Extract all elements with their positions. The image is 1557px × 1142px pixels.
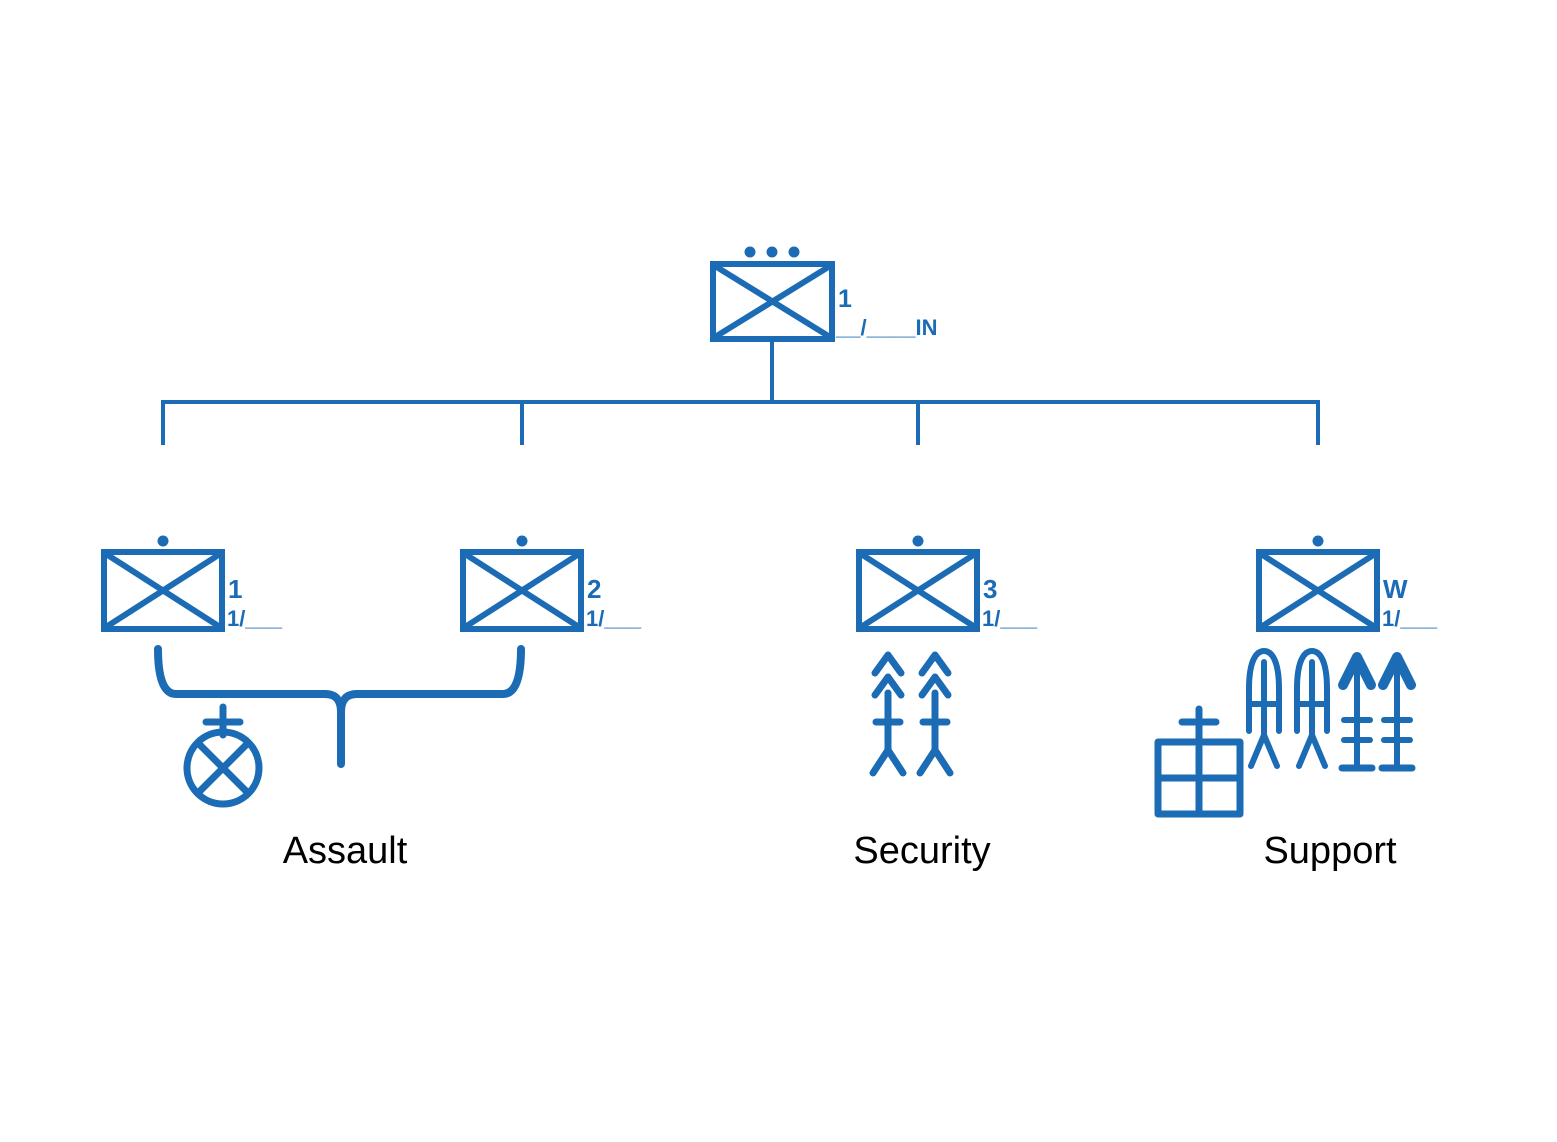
- platoon-number-label: 1: [838, 285, 852, 313]
- echelon-dot-icon: [516, 535, 528, 547]
- org-connector-lines: [161, 339, 1320, 445]
- platoon-unit-symbol: 1 __/____IN: [710, 246, 938, 342]
- squad-w-symbol: W 1/___: [1256, 535, 1438, 632]
- missile-body: [1294, 648, 1330, 734]
- squad-number-label: 3: [983, 574, 997, 604]
- cart-vehicle-icon: [1154, 705, 1244, 818]
- machine-gun-circle-icon: [183, 703, 263, 808]
- squad-designation-label: 1/___: [586, 606, 642, 631]
- squad-designation-label: 1/___: [1382, 606, 1438, 631]
- echelon-dot-icon: [744, 246, 756, 258]
- platoon-designation-label: __/____IN: [835, 315, 938, 340]
- assault-section: Assault: [154, 645, 525, 872]
- chevron: [918, 673, 952, 699]
- security-section: Security: [853, 651, 991, 872]
- echelon-dot-icon: [912, 535, 924, 547]
- infantry-unit-frame: [101, 549, 225, 632]
- chevron: [871, 651, 905, 677]
- infantry-unit-frame: [1256, 549, 1380, 632]
- arrowhead: [1378, 652, 1416, 690]
- support-section: Support: [1154, 648, 1416, 872]
- weapon-circle: [183, 728, 263, 808]
- chevron: [918, 651, 952, 677]
- arrowhead: [1338, 652, 1376, 690]
- infantry-unit-frame: [460, 549, 584, 632]
- fork-legs: [869, 746, 907, 777]
- squad-designation-label: 1/___: [227, 606, 283, 631]
- squad-number-label: 2: [587, 574, 601, 604]
- support-label: Support: [1263, 830, 1397, 872]
- echelon-dot-icon: [788, 246, 800, 258]
- security-label: Security: [853, 830, 990, 872]
- missile-icon: [1246, 648, 1282, 769]
- javelin-missile-icon: [916, 651, 954, 777]
- infantry-diagonal: [462, 551, 582, 630]
- echelon-dot-icon: [157, 535, 169, 547]
- assault-label: Assault: [283, 830, 408, 872]
- grouping-brace: [154, 645, 525, 768]
- squad-designation-label: 1/___: [982, 606, 1038, 631]
- fork-legs: [1248, 732, 1280, 769]
- echelon-dot-icon: [1312, 535, 1324, 547]
- infantry-diagonal: [858, 551, 978, 630]
- missile-icon: [1294, 648, 1330, 769]
- squad-3-symbol: 3 1/___: [856, 535, 1038, 632]
- squad-2-symbol: 2 1/___: [460, 535, 642, 632]
- squad-number-label: W: [1383, 574, 1408, 604]
- infantry-unit-frame: [856, 549, 980, 632]
- echelon-dot-icon: [766, 246, 778, 258]
- squad-1-symbol: 1 1/___: [101, 535, 283, 632]
- javelin-missile-icon: [869, 651, 907, 777]
- machine-gun-arrow-icon: [1378, 652, 1416, 772]
- fork-legs: [916, 746, 954, 777]
- weapon-x: [194, 739, 252, 797]
- fork-legs: [1296, 732, 1328, 769]
- chevron: [871, 673, 905, 699]
- infantry-diagonal: [1258, 551, 1378, 630]
- infantry-diagonal: [712, 263, 833, 340]
- squad-number-label: 1: [228, 574, 242, 604]
- missile-body: [1246, 648, 1282, 734]
- machine-gun-arrow-icon: [1338, 652, 1376, 772]
- infantry-diagonal: [103, 551, 223, 630]
